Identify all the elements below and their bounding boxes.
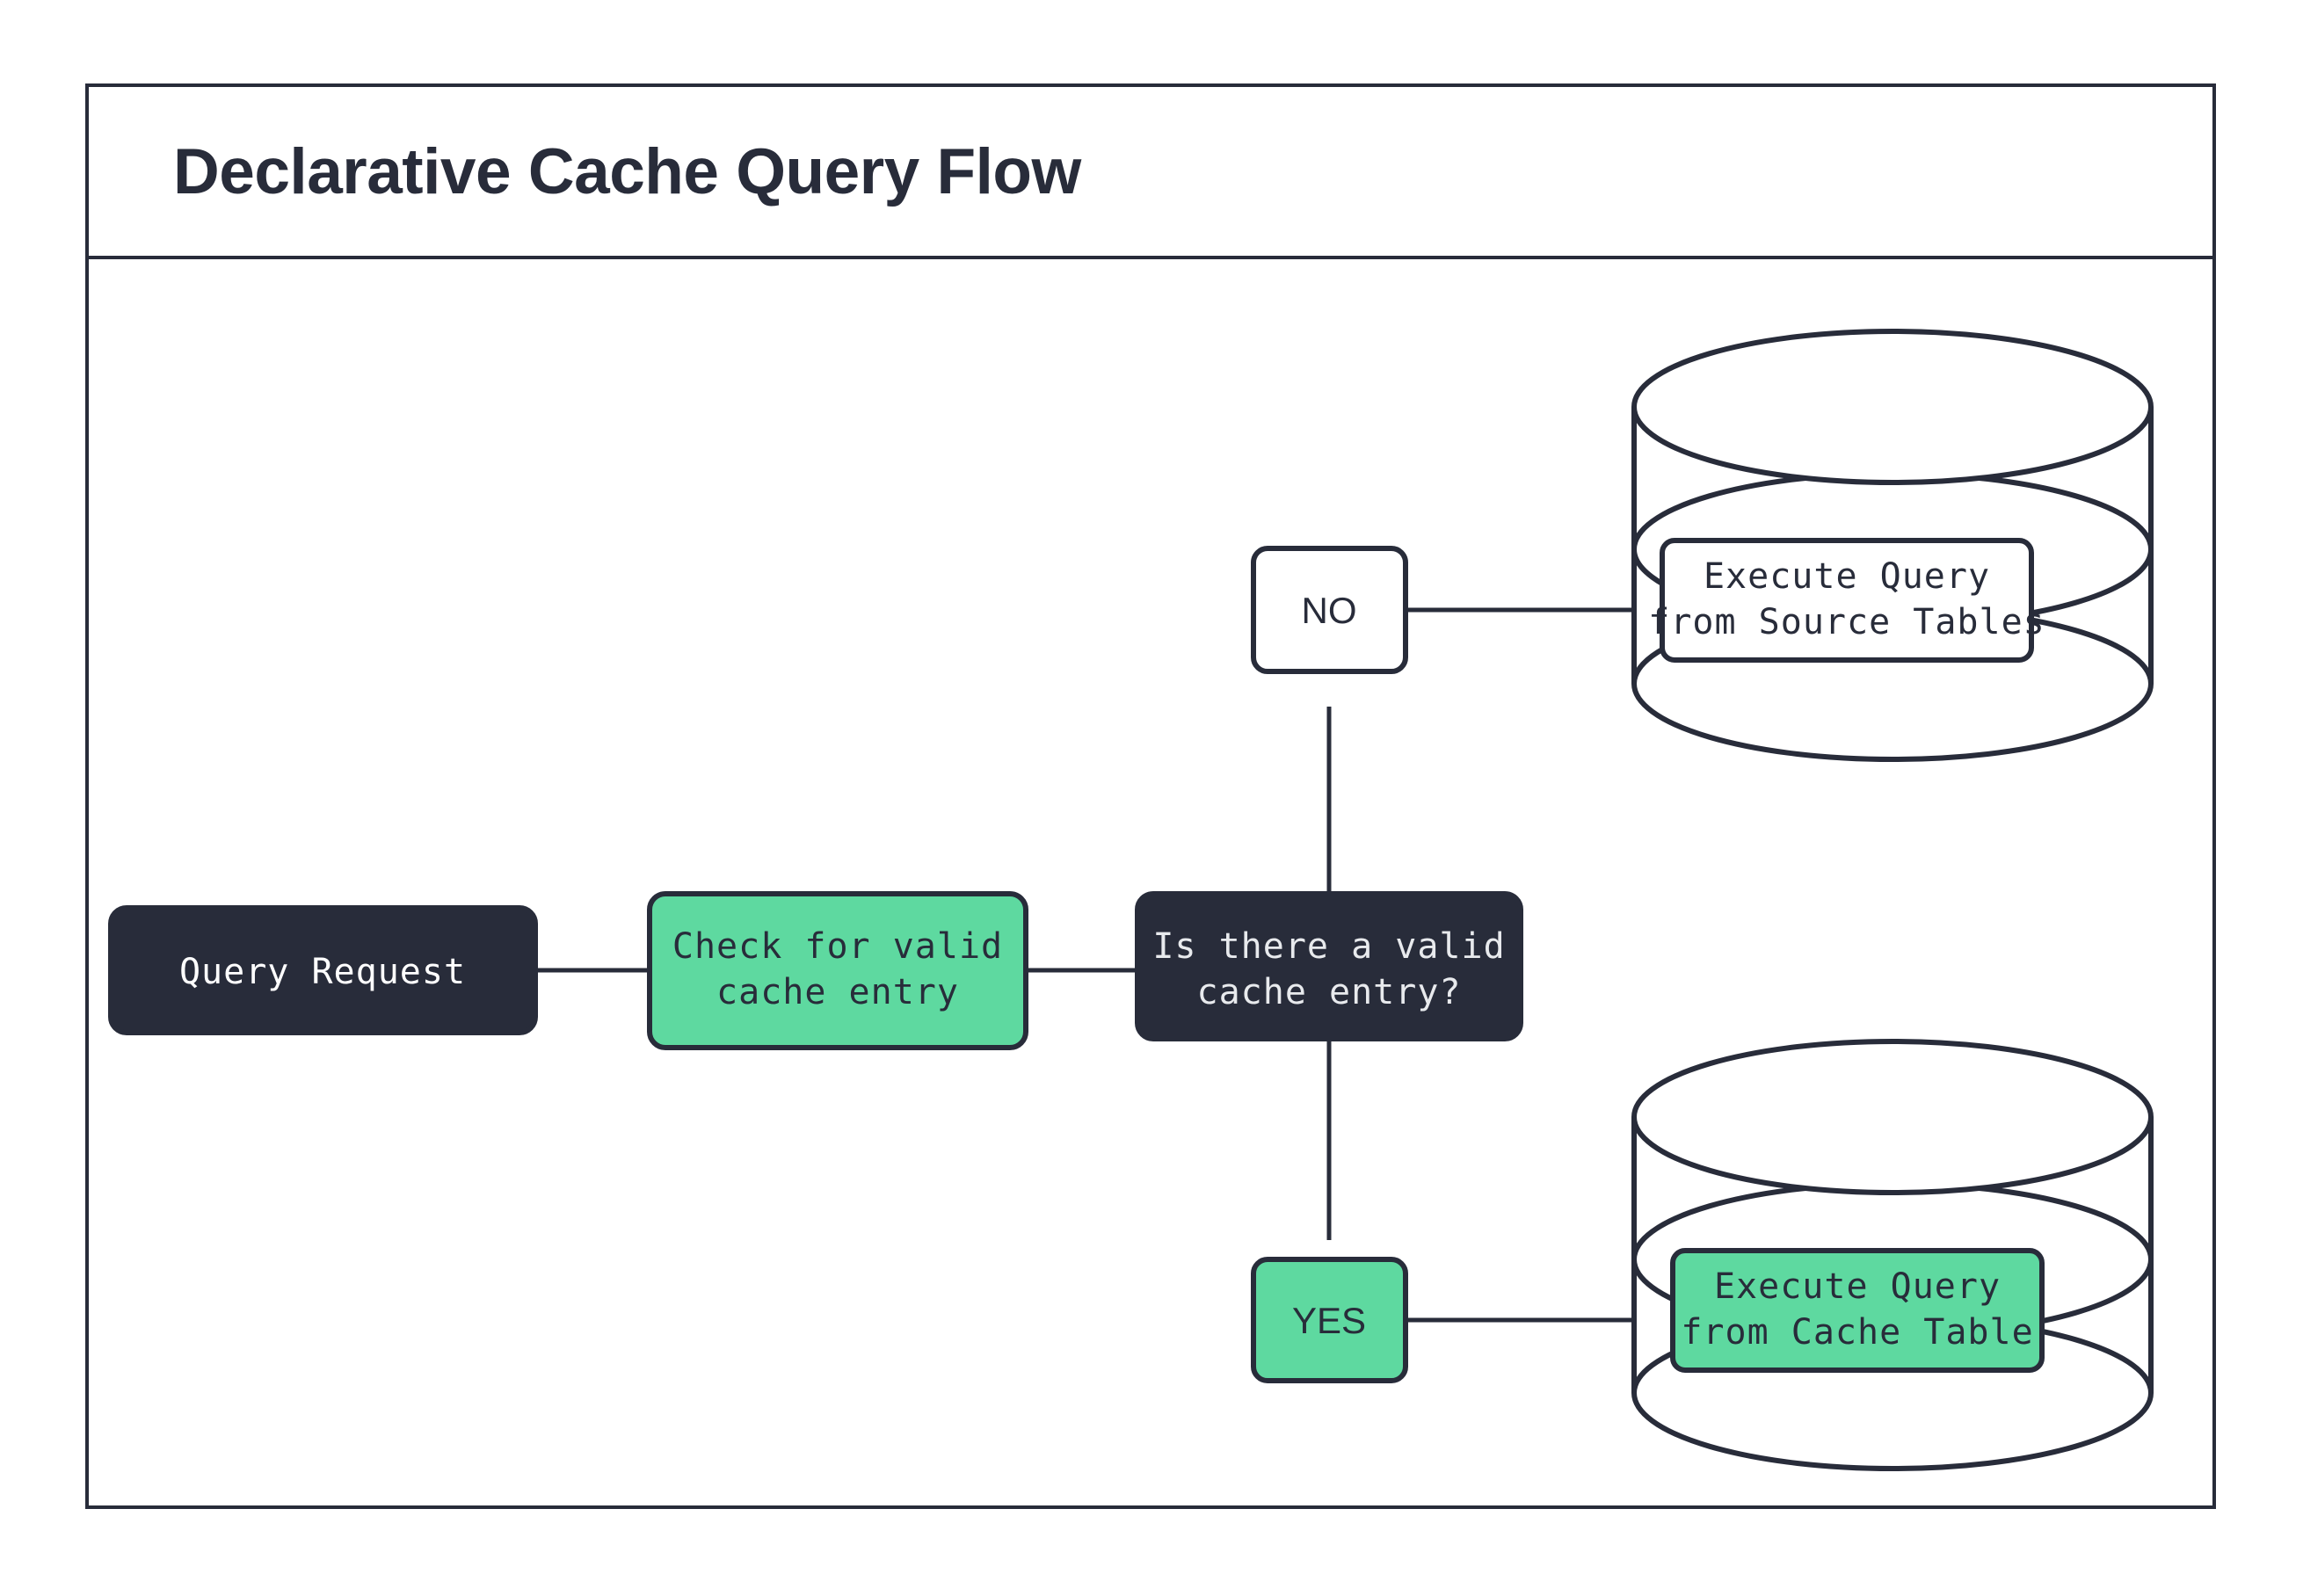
source-db-label-line2: from Source Tables — [1648, 602, 2045, 642]
query-request-box — [108, 905, 538, 1035]
check-cache-box — [647, 891, 1028, 1050]
cylinder-disc-top — [1631, 329, 2154, 485]
cache-database-cylinder[interactable]: Execute Query from Cache Table — [1631, 1039, 2154, 1471]
branch-no-box — [1251, 546, 1408, 674]
node-check-cache[interactable]: Check for valid cache entry — [647, 891, 1028, 1050]
decision-box — [1135, 891, 1523, 1041]
node-branch-yes[interactable]: YES — [1251, 1257, 1408, 1383]
source-database-cylinder[interactable]: Execute Query from Source Tables — [1631, 329, 2154, 762]
page-title: Declarative Cache Query Flow — [173, 135, 1081, 207]
diagram-body: Execute Query from Source Tables Execute… — [89, 259, 2212, 1505]
diagram-frame: Declarative Cache Query Flow — [85, 83, 2216, 1509]
source-db-label-line1: Execute Query — [1704, 556, 1990, 597]
branch-yes-box — [1251, 1257, 1408, 1383]
cache-db-label-plate — [1670, 1248, 2045, 1373]
node-branch-no[interactable]: NO — [1251, 546, 1408, 674]
node-decision[interactable]: Is there a valid cache entry? — [1135, 891, 1523, 1041]
decision-label-line1: Is there a valid — [1152, 926, 1505, 967]
check-cache-label-line1: Check for valid — [672, 926, 1003, 967]
source-db-label-plate — [1660, 538, 2034, 663]
branch-no-label: NO — [1302, 590, 1357, 631]
cache-db-label-line2: from Cache Table — [1681, 1312, 2033, 1353]
decision-label-line2: cache entry? — [1197, 972, 1462, 1012]
node-query-request[interactable]: Query Request — [108, 905, 538, 1035]
check-cache-label-line2: cache entry — [716, 972, 959, 1012]
edge-group — [535, 607, 1636, 1323]
diagram-header: Declarative Cache Query Flow — [89, 87, 2212, 259]
cache-db-label-line1: Execute Query — [1714, 1266, 2001, 1307]
cache-cylinder-disc-top — [1631, 1039, 2154, 1195]
query-request-label: Query Request — [179, 952, 466, 992]
branch-yes-label: YES — [1292, 1300, 1366, 1341]
